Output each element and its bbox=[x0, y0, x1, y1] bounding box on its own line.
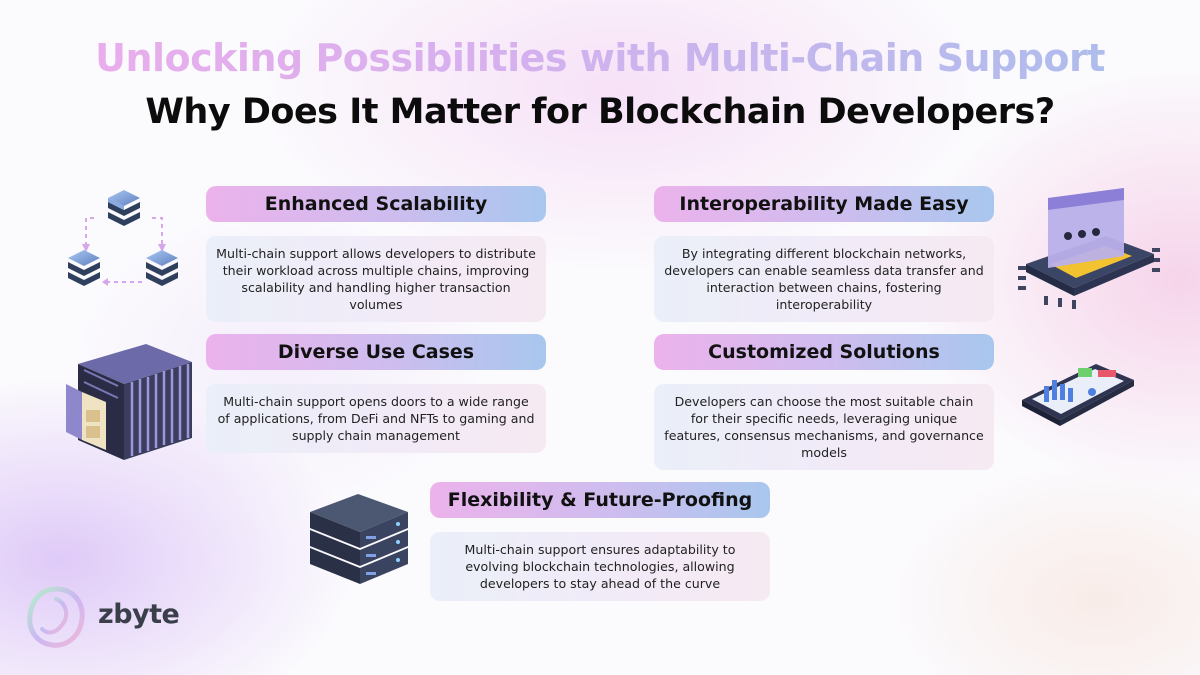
phone-dashboard-icon bbox=[1022, 364, 1134, 426]
page-title: Unlocking Possibilities with Multi-Chain… bbox=[0, 36, 1200, 80]
zbyte-logo-icon bbox=[27, 586, 85, 648]
card-text: Developers can choose the most suitable … bbox=[654, 384, 994, 470]
card-diverse-use-cases: Diverse Use Cases Multi-chain support op… bbox=[206, 334, 546, 453]
card-text: Multi-chain support allows developers to… bbox=[206, 236, 546, 322]
card-customized-solutions: Customized Solutions Developers can choo… bbox=[654, 334, 994, 470]
card-flexibility: Flexibility & Future-Proofing Multi-chai… bbox=[430, 482, 770, 601]
card-title: Diverse Use Cases bbox=[206, 334, 546, 370]
page-subtitle: Why Does It Matter for Blockchain Develo… bbox=[145, 92, 1055, 132]
server-stack-icon bbox=[310, 494, 408, 584]
brand-logo: zbyte bbox=[26, 585, 226, 655]
card-text: Multi-chain support ensures adaptability… bbox=[430, 532, 770, 601]
card-interoperability: Interoperability Made Easy By integratin… bbox=[654, 186, 994, 322]
card-title: Interoperability Made Easy bbox=[654, 186, 994, 222]
card-text: Multi-chain support opens doors to a wid… bbox=[206, 384, 546, 453]
chip-with-window-icon bbox=[1018, 188, 1160, 309]
card-enhanced-scalability: Enhanced Scalability Multi-chain support… bbox=[206, 186, 546, 322]
card-text: By integrating different blockchain netw… bbox=[654, 236, 994, 322]
stacked-blocks-network-icon bbox=[68, 190, 178, 286]
card-title: Customized Solutions bbox=[654, 334, 994, 370]
brand-name: zbyte bbox=[98, 599, 180, 630]
card-title: Enhanced Scalability bbox=[206, 186, 546, 222]
shipping-container-icon bbox=[66, 344, 192, 460]
card-title: Flexibility & Future-Proofing bbox=[430, 482, 770, 518]
